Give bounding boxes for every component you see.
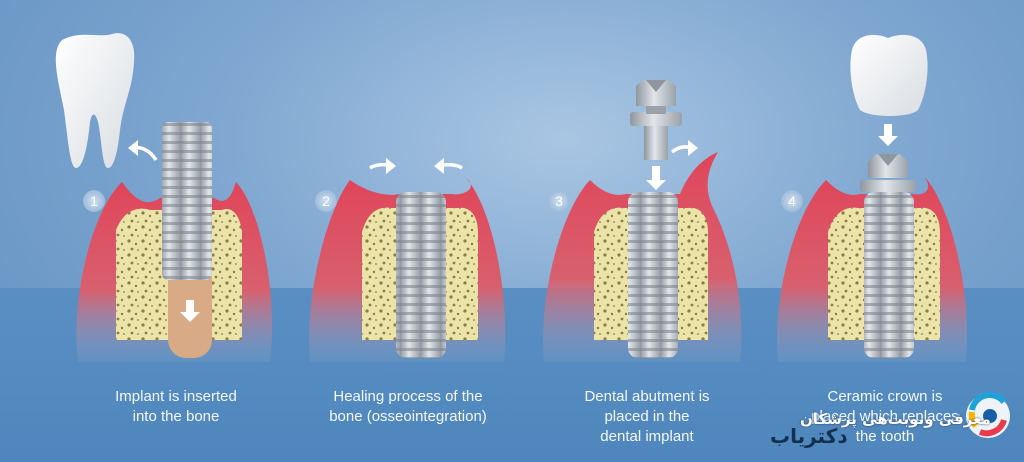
watermark-logo-icon — [966, 392, 1010, 438]
step-number-2: 2 — [322, 193, 330, 209]
panel-3: 3 — [543, 80, 742, 362]
arrow-down-1 — [180, 300, 200, 322]
panel-4: 4 — [777, 34, 968, 362]
arrow-down-3 — [646, 166, 666, 190]
crown-icon — [850, 34, 928, 117]
step-number-circle-3 — [548, 190, 570, 212]
caption-3-line-2: placed in the — [604, 408, 690, 425]
step-number-1: 1 — [90, 193, 98, 209]
implant-2 — [396, 192, 446, 358]
abutment-icon — [630, 80, 682, 160]
arrow-down-4 — [878, 124, 898, 146]
watermark-logo-text: دکتریاب — [770, 424, 848, 448]
step-number-circle-4 — [781, 190, 803, 212]
implant-4 — [864, 192, 914, 358]
implant-3 — [628, 192, 678, 358]
step-number-circle-1 — [83, 190, 105, 212]
step-caption-4: Ceramic crown is placed which replaces t… — [770, 387, 1000, 447]
step-number-4: 4 — [788, 193, 796, 209]
panel-2: 2 — [309, 158, 506, 362]
abutment-4 — [860, 154, 916, 192]
implant-1 — [162, 122, 212, 280]
step-caption-1: Implant is inserted into the bone — [61, 387, 291, 427]
caption-2-line-2: bone (osseointegration) — [329, 408, 487, 425]
caption-4-line-2: placed which replaces — [811, 408, 959, 425]
extracted-tooth-icon — [55, 33, 135, 169]
caption-1-line-1: Implant is inserted — [115, 388, 237, 405]
step-caption-2: Healing process of the bone (osseointegr… — [293, 387, 523, 427]
step-number-circle-2 — [315, 190, 337, 212]
caption-4-line-3: the tooth — [855, 428, 915, 445]
caption-1-line-2: into the bone — [132, 408, 220, 425]
caption-3-line-3: dental implant — [600, 428, 694, 445]
panel-1: 1 — [55, 33, 273, 362]
step-number-3: 3 — [555, 193, 563, 209]
caption-4-line-1: Ceramic crown is — [827, 388, 943, 405]
caption-3-line-1: Dental abutment is — [584, 388, 710, 405]
watermark-text: معرفی ونوبت‌هی پزشکان — [800, 410, 991, 428]
step-caption-3: Dental abutment is placed in the dental … — [532, 387, 762, 447]
caption-2-line-1: Healing process of the — [333, 388, 483, 405]
